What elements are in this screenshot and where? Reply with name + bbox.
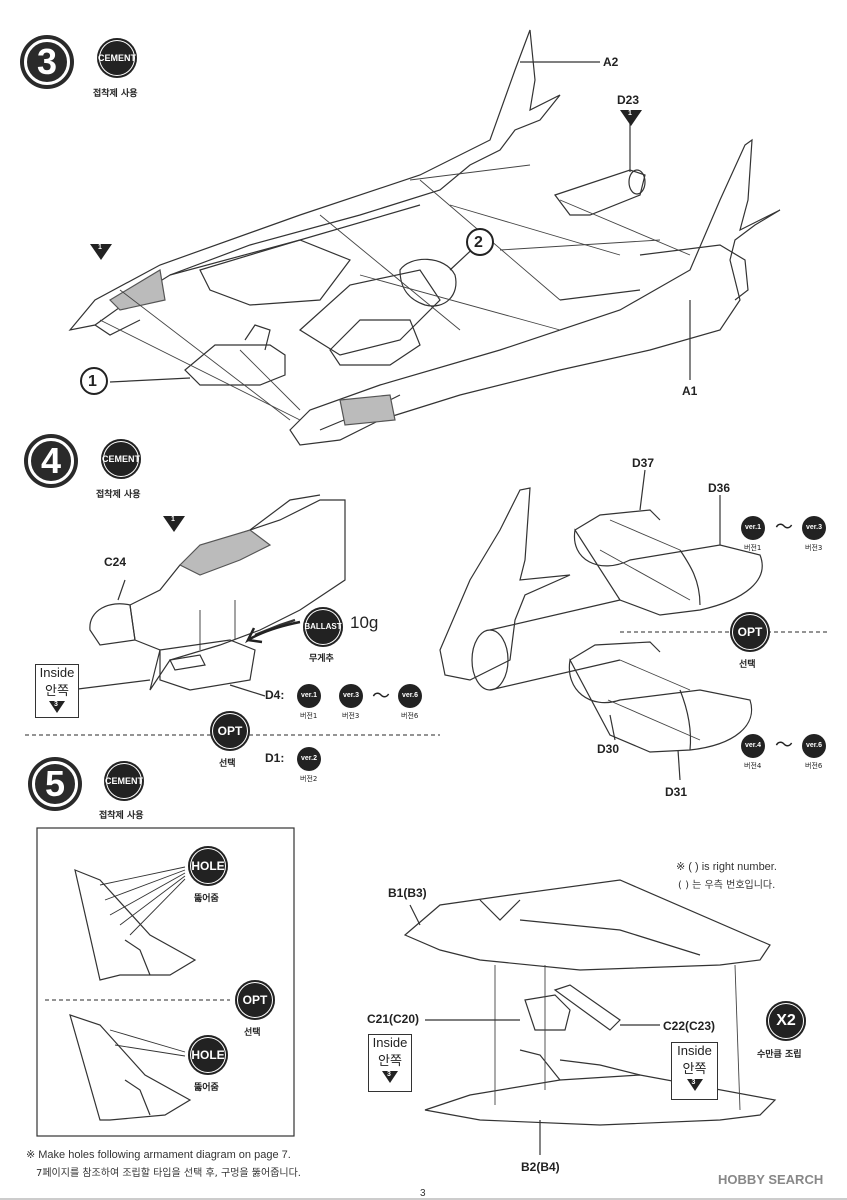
opt-label-kr: 선택 bbox=[739, 660, 756, 670]
page-number: 3 bbox=[420, 1188, 426, 1199]
inside-label-kr: 안쪽 bbox=[45, 683, 69, 698]
watermark: HOBBY SEARCH bbox=[718, 1172, 824, 1187]
part-label-a2: A2 bbox=[603, 55, 619, 69]
part-label-d1: D1: bbox=[265, 751, 285, 765]
range-tilde: ～ bbox=[775, 735, 793, 755]
hole-label-kr: 뚫어줌 bbox=[194, 894, 219, 904]
hole-badge: HOLE bbox=[188, 846, 228, 886]
ballast-weight: 10g bbox=[350, 613, 379, 632]
inside-note: Inside 안쪽 3 bbox=[35, 664, 79, 718]
inside-label: Inside bbox=[39, 665, 75, 680]
inside-note: Inside 안쪽 3 bbox=[368, 1034, 412, 1092]
inside-label: Inside bbox=[677, 1043, 712, 1058]
triangle-marker-d23: 1 bbox=[628, 110, 632, 117]
version-badge-1: ver.1 bbox=[741, 516, 765, 540]
step-number-5: 5 bbox=[28, 757, 82, 811]
inside-label: Inside bbox=[372, 1035, 408, 1050]
inside-ref: 3 bbox=[691, 1079, 696, 1086]
ballast-badge: BALLAST bbox=[303, 607, 343, 647]
part-label-c22c23: C22(C23) bbox=[663, 1019, 716, 1033]
version-label-kr: 버전2 bbox=[300, 775, 318, 783]
cement-label-kr: 접착제 사용 bbox=[96, 490, 141, 500]
part-label-d4: D4: bbox=[265, 688, 285, 702]
step-number-4: 4 bbox=[24, 434, 78, 488]
part-label-d37: D37 bbox=[632, 456, 655, 470]
cement-badge: CEMENT bbox=[104, 761, 144, 801]
ballast-label-kr: 무게추 bbox=[309, 654, 334, 664]
version-badge-4: ver.4 bbox=[741, 734, 765, 758]
range-tilde: ～ bbox=[775, 517, 793, 537]
triangle-marker-1: 1 bbox=[171, 516, 175, 523]
part-label-c24: C24 bbox=[104, 555, 127, 569]
callout-2: 2 bbox=[474, 234, 483, 251]
opt-label-kr: 선택 bbox=[219, 759, 236, 769]
inside-note: Inside 안쪽 3 bbox=[671, 1042, 718, 1100]
x2-label-kr: 수만큼 조립 bbox=[757, 1050, 802, 1060]
part-label-b2b4: B2(B4) bbox=[521, 1160, 560, 1174]
version-label-kr: 버전3 bbox=[342, 712, 360, 720]
hole-label-kr: 뚫어줌 bbox=[194, 1083, 219, 1093]
version-badge-2: ver.2 bbox=[297, 747, 321, 771]
inside-label-kr: 안쪽 bbox=[682, 1061, 707, 1076]
version-label-kr: 버전6 bbox=[805, 762, 823, 770]
part-label-d31: D31 bbox=[665, 785, 688, 799]
opt-badge: OPT bbox=[730, 612, 770, 652]
version-badge-3: ver.3 bbox=[802, 516, 826, 540]
version-badge-6: ver.6 bbox=[802, 734, 826, 758]
right-number-note: ※ ( ) is right number. bbox=[676, 861, 777, 873]
opt-badge: OPT bbox=[210, 711, 250, 751]
hole-badge: HOLE bbox=[188, 1035, 228, 1075]
version-label-kr: 버전1 bbox=[300, 712, 318, 720]
part-label-c21c20: C21(C20) bbox=[367, 1012, 420, 1026]
inside-ref: 3 bbox=[387, 1071, 391, 1078]
opt-label-kr: 선택 bbox=[244, 1028, 261, 1038]
cement-badge: CEMENT bbox=[101, 439, 141, 479]
cement-label-kr: 접착제 사용 bbox=[99, 811, 144, 821]
inside-label-kr: 안쪽 bbox=[378, 1053, 402, 1068]
step-number-3: 3 bbox=[20, 35, 74, 89]
version-label-kr: 버전1 bbox=[744, 544, 762, 552]
holes-note: ※ Make holes following armament diagram … bbox=[26, 1149, 291, 1161]
inside-ref: 3 bbox=[54, 701, 58, 708]
version-label-kr: 버전6 bbox=[401, 712, 419, 720]
right-number-note-kr: ( ) 는 우측 번호입니다. bbox=[678, 880, 776, 891]
version-badge-3: ver.3 bbox=[339, 684, 363, 708]
part-label-d30: D30 bbox=[597, 742, 620, 756]
cement-label-kr: 접착제 사용 bbox=[93, 89, 138, 99]
part-label-a1: A1 bbox=[682, 384, 698, 398]
version-label-kr: 버전4 bbox=[744, 762, 762, 770]
part-label-d23: D23 bbox=[617, 93, 640, 107]
version-badge-1: ver.1 bbox=[297, 684, 321, 708]
holes-note-kr: 7페이지를 참조하여 조립할 타입을 선택 후, 구멍을 뚫어줍니다. bbox=[36, 1168, 301, 1179]
x2-badge: X2 bbox=[766, 1001, 806, 1041]
part-label-d36: D36 bbox=[708, 481, 731, 495]
cement-badge: CEMENT bbox=[97, 38, 137, 78]
version-badge-6: ver.6 bbox=[398, 684, 422, 708]
part-label-b1b3: B1(B3) bbox=[388, 886, 427, 900]
version-label-kr: 버전3 bbox=[805, 544, 823, 552]
triangle-marker-1: 1 bbox=[98, 244, 102, 251]
opt-badge: OPT bbox=[235, 980, 275, 1020]
callout-1: 1 bbox=[88, 373, 97, 390]
range-tilde: ～ bbox=[372, 686, 390, 706]
